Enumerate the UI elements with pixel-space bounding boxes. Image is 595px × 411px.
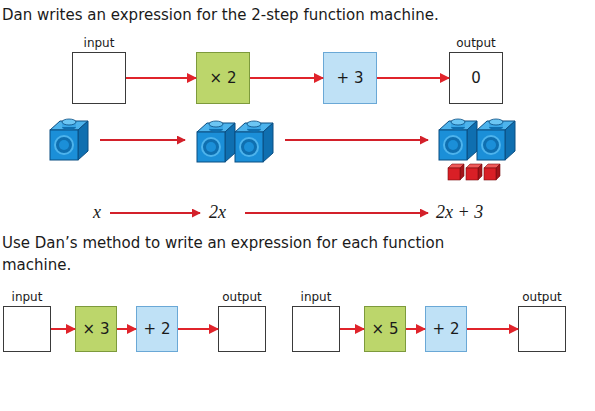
flow-arrow: [406, 328, 425, 330]
value-box: input: [72, 52, 126, 104]
expression: 2x: [209, 201, 226, 223]
flow-arrow: [117, 328, 136, 330]
box-text: 0: [471, 69, 481, 87]
multiply-box: × 3: [75, 306, 117, 352]
box-heading: input: [12, 290, 43, 304]
step-arrow: [110, 212, 200, 214]
box-heading: output: [222, 290, 262, 304]
heading-text: Dan writes an expression for the 2-step …: [2, 5, 439, 25]
blue-cube: [477, 119, 515, 160]
add-box: + 3: [323, 52, 377, 104]
multiply-box: × 5: [364, 306, 406, 352]
box-heading: input: [301, 290, 332, 304]
blue-cube: [197, 121, 235, 162]
step-arrow: [285, 139, 428, 141]
value-box: output: [518, 306, 566, 352]
box-heading: output: [522, 290, 562, 304]
connectors: [51, 78, 518, 329]
flow-arrow: [51, 328, 75, 330]
red-cube: [448, 164, 464, 180]
box-heading: output: [456, 36, 496, 50]
multiply-box: × 2: [196, 52, 250, 104]
blue-cube: [50, 119, 88, 160]
flow-arrow: [126, 77, 196, 79]
expression: x: [93, 201, 101, 223]
add-box: + 2: [136, 306, 178, 352]
expression: 2x + 3: [436, 201, 483, 223]
value-box: output: [218, 306, 266, 352]
box-text: + 3: [337, 69, 364, 87]
add-box: + 2: [425, 306, 467, 352]
flow-arrow: [250, 77, 323, 79]
red-cube: [484, 164, 500, 180]
box-text: × 5: [372, 320, 399, 338]
step-arrow: [245, 212, 428, 214]
box-text: + 2: [433, 320, 460, 338]
step-arrow: [100, 139, 185, 141]
flow-arrow: [377, 77, 449, 79]
flow-arrow: [467, 328, 518, 330]
box-text: × 3: [83, 320, 110, 338]
blue-cube: [439, 119, 477, 160]
instruction-text: Use Dan’s method to write an expression …: [2, 232, 482, 276]
box-text: × 2: [210, 69, 237, 87]
box-heading: input: [84, 36, 115, 50]
blue-cube: [235, 121, 273, 162]
red-cube: [466, 164, 482, 180]
value-box: input: [3, 306, 51, 352]
box-text: + 2: [144, 320, 171, 338]
value-box: output0: [449, 52, 503, 104]
flow-arrow: [340, 328, 364, 330]
value-box: input: [292, 306, 340, 352]
flow-arrow: [178, 328, 218, 330]
